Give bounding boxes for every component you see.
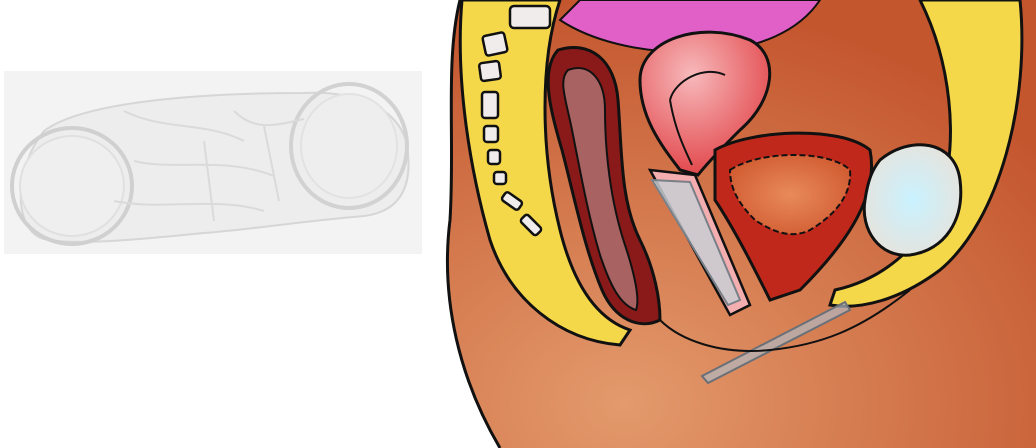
inner-ring-inner <box>301 94 397 198</box>
pelvis-cross-section-diagram <box>440 0 1036 448</box>
condom-illustration <box>4 71 422 254</box>
pelvis-svg <box>440 0 1036 448</box>
female-condom-photo <box>4 71 422 254</box>
outer-ring-inner <box>20 136 124 236</box>
